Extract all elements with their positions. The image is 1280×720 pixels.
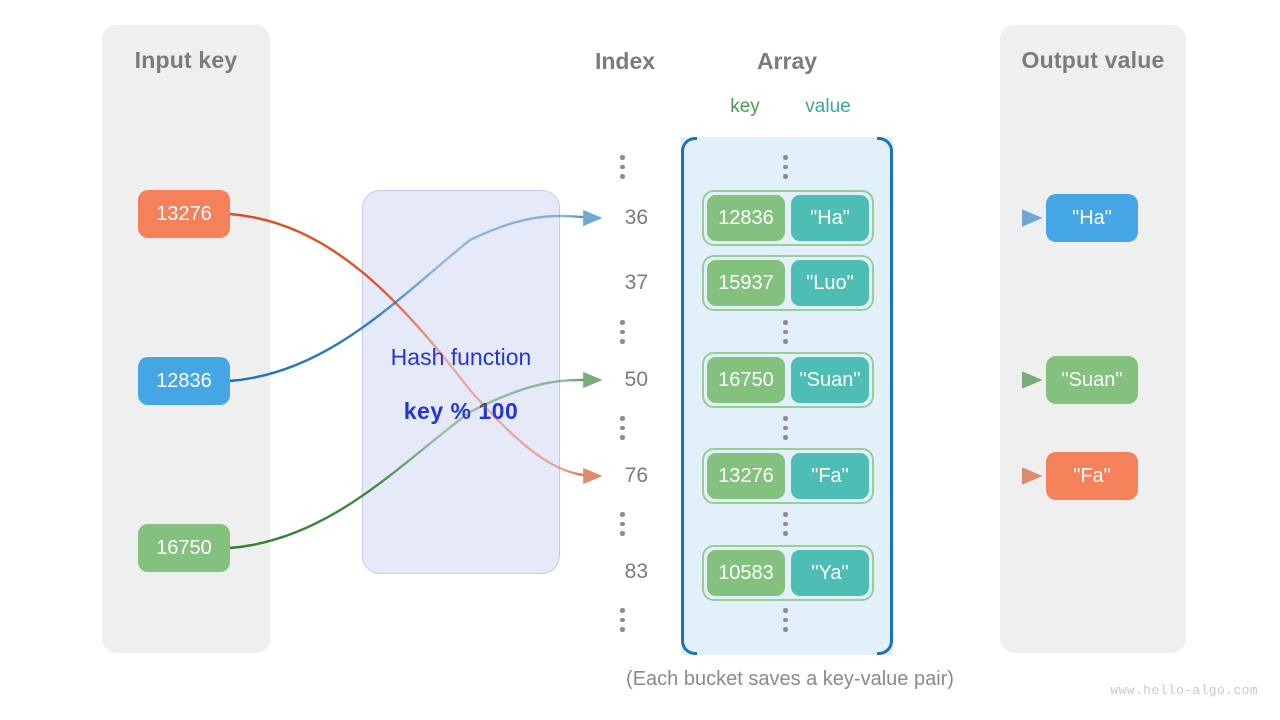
array-ellipsis-4: [783, 608, 793, 632]
index-ellipsis-3: [620, 512, 630, 536]
bucket-13276[interactable]: 13276"Fa": [702, 448, 874, 504]
index-label-37: 37: [624, 271, 648, 294]
array-column-heading: Array: [756, 48, 818, 74]
index-ellipsis-2: [620, 416, 630, 440]
value-column-heading: value: [805, 96, 851, 117]
bucket-value: "Fa": [791, 453, 869, 499]
bucket-value: "Ya": [791, 550, 869, 596]
hash-function-box: Hash function key % 100: [362, 190, 560, 574]
array-right-bracket: [877, 137, 893, 655]
key-column-heading: key: [730, 96, 760, 117]
index-ellipsis-1: [620, 320, 630, 344]
hash-function-expression: key % 100: [403, 398, 519, 424]
index-label-50: 50: [624, 368, 648, 391]
output-value-Suan[interactable]: "Suan": [1046, 356, 1138, 404]
array-ellipsis-3: [783, 512, 793, 536]
input-key-13276[interactable]: 13276: [138, 190, 230, 238]
bucket-key: 15937: [707, 260, 785, 306]
bucket-key: 12836: [707, 195, 785, 241]
array-ellipsis-2: [783, 416, 793, 440]
output-value-Fa[interactable]: "Fa": [1046, 452, 1138, 500]
index-ellipsis-0: [620, 155, 630, 179]
bucket-15937[interactable]: 15937"Luo": [702, 255, 874, 311]
index-label-36: 36: [624, 206, 648, 229]
bucket-12836[interactable]: 12836"Ha": [702, 190, 874, 246]
bucket-10583[interactable]: 10583"Ya": [702, 545, 874, 601]
index-label-76: 76: [624, 464, 648, 487]
index-ellipsis-4: [620, 608, 630, 632]
input-key-12836[interactable]: 12836: [138, 357, 230, 405]
input-panel-title: Input key: [134, 47, 238, 73]
bucket-key: 13276: [707, 453, 785, 499]
index-label-83: 83: [624, 560, 648, 583]
bucket-value: "Luo": [791, 260, 869, 306]
output-value-panel: Output value: [1000, 25, 1186, 653]
output-panel-title: Output value: [1021, 47, 1165, 73]
watermark: www.hello-algo.com: [1110, 683, 1258, 698]
index-column-heading: Index: [594, 48, 656, 74]
bucket-key: 10583: [707, 550, 785, 596]
output-value-Ha[interactable]: "Ha": [1046, 194, 1138, 242]
bucket-value: "Suan": [791, 357, 869, 403]
bucket-value: "Ha": [791, 195, 869, 241]
bucket-16750[interactable]: 16750"Suan": [702, 352, 874, 408]
figure-caption: (Each bucket saves a key-value pair): [626, 668, 954, 690]
array-ellipsis-1: [783, 320, 793, 344]
array-ellipsis-0: [783, 155, 793, 179]
array-left-bracket: [681, 137, 697, 655]
bucket-key: 16750: [707, 357, 785, 403]
input-key-16750[interactable]: 16750: [138, 524, 230, 572]
hash-function-title: Hash function: [390, 344, 532, 370]
